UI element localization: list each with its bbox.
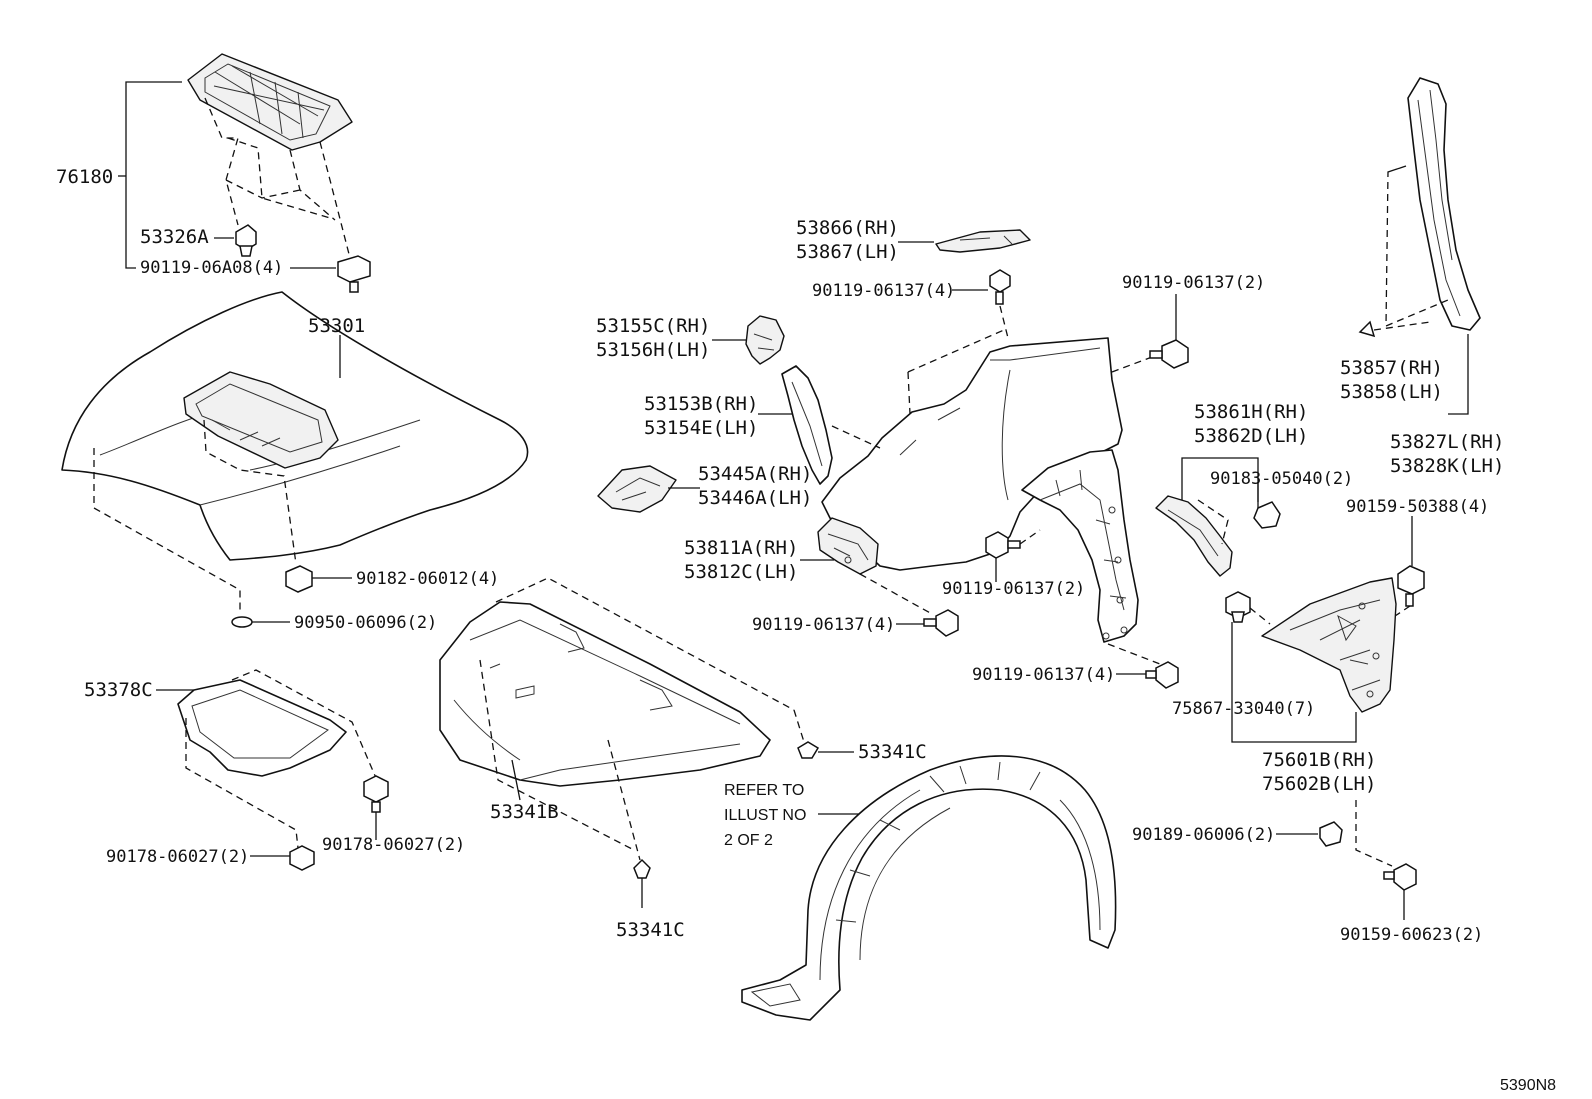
nut-90178-06027-a[interactable] — [363, 775, 389, 813]
seal-53857 — [1358, 320, 1376, 338]
label-53811a: 53811A(RH) — [684, 537, 798, 559]
nut-90119-06a08[interactable] — [337, 255, 371, 293]
label-53341c-b: 53341C — [616, 919, 685, 941]
label-75602b: 75602B(LH) — [1262, 773, 1376, 795]
nut-90182-06012[interactable] — [285, 565, 313, 593]
label-53154e: 53154E(LH) — [644, 417, 758, 439]
label-90119-06137-d: 90119-06137(2) — [942, 579, 1085, 599]
cover-53378c-group: 53378C 90178-06027(2) 90178-06027(2) — [84, 669, 465, 871]
note-line-2: ILLUST NO — [724, 807, 806, 824]
bolt-90119-06137-mid[interactable] — [985, 531, 1021, 559]
bolt-90119-06137-top[interactable] — [989, 269, 1011, 305]
label-90178-06027-a: 90178-06027(2) — [106, 847, 249, 867]
label-90189-06006: 90189-06006(2) — [1132, 825, 1275, 845]
plug-90950-06096[interactable] — [231, 616, 253, 628]
label-53326a: 53326A — [140, 226, 209, 248]
label-53341b: 53341B — [490, 801, 559, 823]
clip-90183-05040[interactable] — [1253, 501, 1281, 529]
label-75601b: 75601B(RH) — [1262, 749, 1376, 771]
bolt-90119-06137-lower[interactable] — [923, 609, 959, 637]
hood-scoop-opening — [183, 371, 339, 469]
fender-apron[interactable] — [1021, 449, 1139, 643]
label-90950-06096: 90950-06096(2) — [294, 613, 437, 633]
bolt-90119-06137-right[interactable] — [1149, 339, 1189, 369]
label-53341c-a: 53341C — [858, 741, 927, 763]
mudguard-75601b[interactable] — [1261, 577, 1397, 713]
label-53858: 53858(LH) — [1340, 381, 1443, 403]
screw-90159-50388[interactable] — [1397, 565, 1425, 607]
label-53867: 53867(LH) — [796, 241, 899, 263]
label-90119-06a08: 90119-06A08(4) — [140, 258, 283, 278]
clip-53341c-b[interactable] — [633, 858, 651, 879]
label-90178-06027-b: 90178-06027(2) — [322, 835, 465, 855]
fender-liner[interactable] — [741, 755, 1117, 1021]
label-53827l: 53827L(RH) — [1390, 431, 1504, 453]
hood-scoop[interactable] — [187, 53, 353, 151]
label-53866: 53866(RH) — [796, 217, 899, 239]
cover-53378c[interactable] — [177, 679, 347, 777]
hood-group: 53301 90182-06012(4) 90950-06096(2) — [61, 291, 529, 633]
under-cover-53341b[interactable] — [439, 601, 771, 787]
label-53155c: 53155C(RH) — [596, 315, 710, 337]
label-90159-60623: 90159-60623(2) — [1340, 925, 1483, 945]
bracket-53155c[interactable] — [745, 315, 785, 365]
illustration-code: 5390N8 — [1500, 1077, 1556, 1094]
fender-group: 53866(RH) 53867(LH) 90119-06137(4) 90119… — [596, 217, 1265, 689]
note-line-1: REFER TO — [724, 782, 804, 799]
bracket-53861h[interactable] — [1155, 495, 1233, 577]
label-90159-50388: 90159-50388(4) — [1346, 497, 1489, 517]
label-53812c: 53812C(LH) — [684, 561, 798, 583]
right-group: 53861H(RH) 53862D(LH) 90183-05040(2) 538… — [1132, 77, 1504, 945]
label-76180: 76180 — [56, 166, 113, 188]
label-53445a: 53445A(RH) — [698, 463, 812, 485]
label-90183-05040: 90183-05040(2) — [1210, 469, 1353, 489]
clip-53341c-a[interactable] — [797, 741, 820, 759]
label-53828k: 53828K(LH) — [1390, 455, 1504, 477]
fender-liner-group — [741, 755, 1117, 1021]
seal-53827l[interactable] — [1407, 77, 1481, 331]
label-90119-06137-c: 90119-06137(4) — [752, 615, 895, 635]
label-53857: 53857(RH) — [1340, 357, 1443, 379]
pad-53445a[interactable] — [597, 465, 677, 513]
under-cover-group: 53341B 53341C 53341C — [439, 577, 927, 941]
bracket-53811a[interactable] — [817, 517, 879, 575]
clip-53326a[interactable] — [235, 224, 257, 257]
label-90119-06137-b: 90119-06137(2) — [1122, 273, 1265, 293]
label-53446a: 53446A(LH) — [698, 487, 812, 509]
label-53301: 53301 — [308, 315, 365, 337]
label-90119-06137-a: 90119-06137(4) — [812, 281, 955, 301]
seal-53153b[interactable] — [781, 365, 833, 485]
clip-90189-06006[interactable] — [1319, 821, 1343, 847]
hood-scoop-group: 76180 53326A 90119-06A08(4) — [56, 53, 371, 293]
label-90119-06137-e: 90119-06137(4) — [972, 665, 1115, 685]
plate-53866[interactable] — [935, 229, 1031, 253]
screw-90159-60623[interactable] — [1383, 863, 1417, 891]
label-53156h: 53156H(LH) — [596, 339, 710, 361]
label-75867-33040: 75867-33040(7) — [1172, 699, 1315, 719]
label-53861h: 53861H(RH) — [1194, 401, 1308, 423]
nut-90178-06027-b[interactable] — [289, 845, 315, 871]
bolt-90119-06137-bottom[interactable] — [1145, 661, 1179, 689]
clip-75867-33040[interactable] — [1225, 591, 1251, 623]
refer-note: REFER TO ILLUST NO 2 OF 2 — [724, 782, 862, 849]
label-53153b: 53153B(RH) — [644, 393, 758, 415]
label-53862d: 53862D(LH) — [1194, 425, 1308, 447]
label-53378c: 53378C — [84, 679, 153, 701]
note-line-3: 2 OF 2 — [724, 832, 773, 849]
label-90182-06012: 90182-06012(4) — [356, 569, 499, 589]
